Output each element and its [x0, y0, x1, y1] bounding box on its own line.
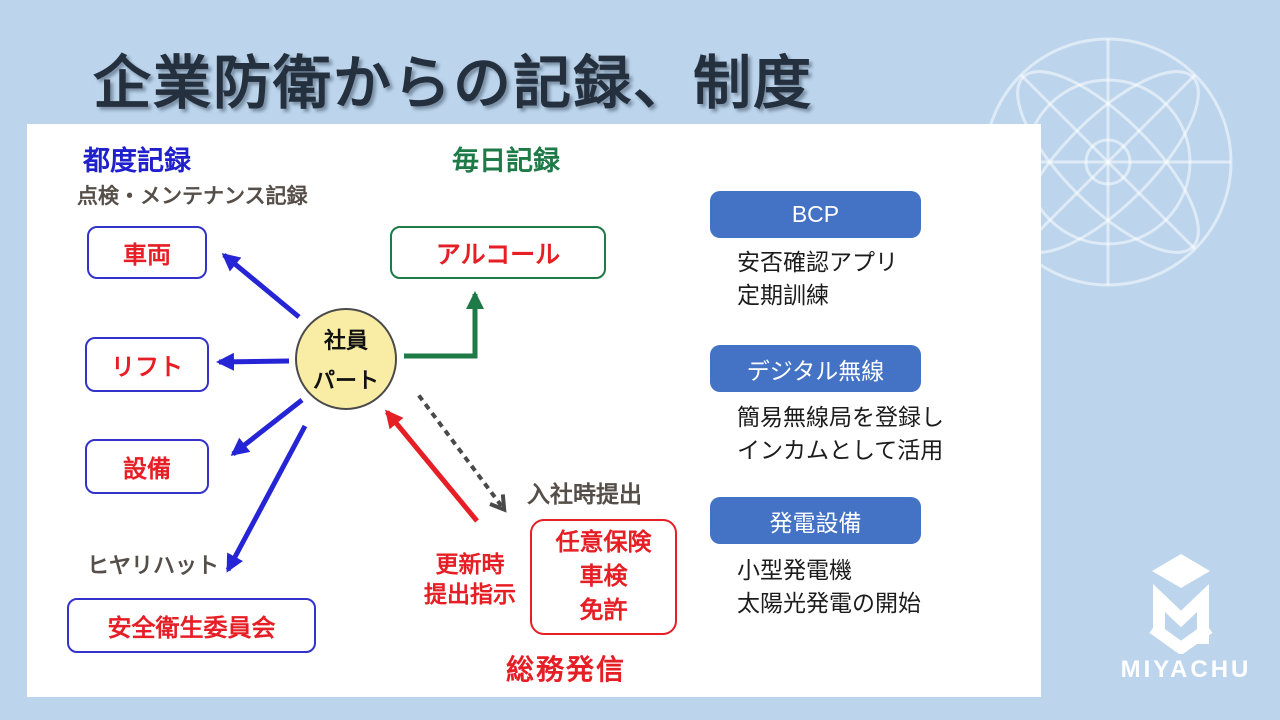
label-renewal-instruction: 更新時 提出指示	[424, 551, 516, 607]
arrows-layer	[216, 253, 507, 573]
digital-radio-description-line1: 簡易無線局を登録し	[737, 404, 944, 430]
actor-line-employee: 社員	[323, 328, 368, 353]
node-vehicle: 車両	[87, 226, 207, 279]
label-onboarding-submission: 入社時提出	[527, 481, 642, 507]
arrow-to-vehicle	[221, 253, 301, 319]
header-daily-record: 毎日記録	[452, 146, 560, 176]
label-general-affairs: 総務発信	[506, 654, 627, 685]
digital-radio-button[interactable]: デジタル無線	[710, 345, 921, 392]
digital-radio-description-line2: インカムとして活用	[737, 437, 944, 463]
power-generation-description-line1: 小型発電機	[737, 557, 852, 583]
brand-name: MIYACHU	[1120, 656, 1252, 683]
label-hiyarihatto: ヒヤリハット	[87, 553, 220, 578]
content-panel: 都度記録 毎日記録 点検・メンテナンス記録 ヒヤリハット 入社時提出 更新時 提…	[27, 124, 1041, 697]
globe-wheel-graphic	[983, 37, 1233, 287]
arrow-to-lift	[216, 352, 290, 371]
node-alcohol: アルコール	[390, 226, 606, 279]
actor-line-parttime: パート	[312, 368, 379, 393]
header-occasional-record: 都度記録	[83, 146, 191, 176]
node-lift: リフト	[85, 337, 209, 392]
node-documents: 任意保険 車検 免許	[530, 519, 677, 635]
bcp-description-line2: 定期訓練	[737, 282, 829, 308]
node-safety-committee: 安全衛生委員会	[67, 598, 316, 653]
power-generation-description-line2: 太陽光発電の開始	[737, 590, 921, 616]
power-generation-button[interactable]: 発電設備	[710, 497, 921, 544]
arrow-dashed-actor-to-documents	[417, 394, 507, 513]
node-equipment: 設備	[85, 439, 209, 494]
bcp-description-line1: 安否確認アプリ	[737, 249, 898, 275]
bcp-description: 安否確認アプリ 定期訓練	[737, 246, 898, 312]
arrow-to-safety-committee	[225, 424, 308, 573]
arrow-to-equipment	[230, 398, 304, 456]
arrow-to-alcohol	[404, 291, 484, 359]
digital-radio-description: 簡易無線局を登録し インカムとして活用	[737, 401, 944, 467]
slide-title: 企業防衛からの記録、制度	[93, 51, 814, 116]
power-generation-description: 小型発電機 太陽光発電の開始	[737, 554, 921, 620]
miyachu-logo-icon	[1149, 554, 1213, 654]
bcp-button[interactable]: BCP	[710, 191, 921, 238]
actor-circle-employees: 社員 パート	[295, 308, 397, 410]
arrow-renewal-to-actor	[385, 409, 479, 523]
label-maintenance-record: 点検・メンテナンス記録	[77, 185, 308, 208]
